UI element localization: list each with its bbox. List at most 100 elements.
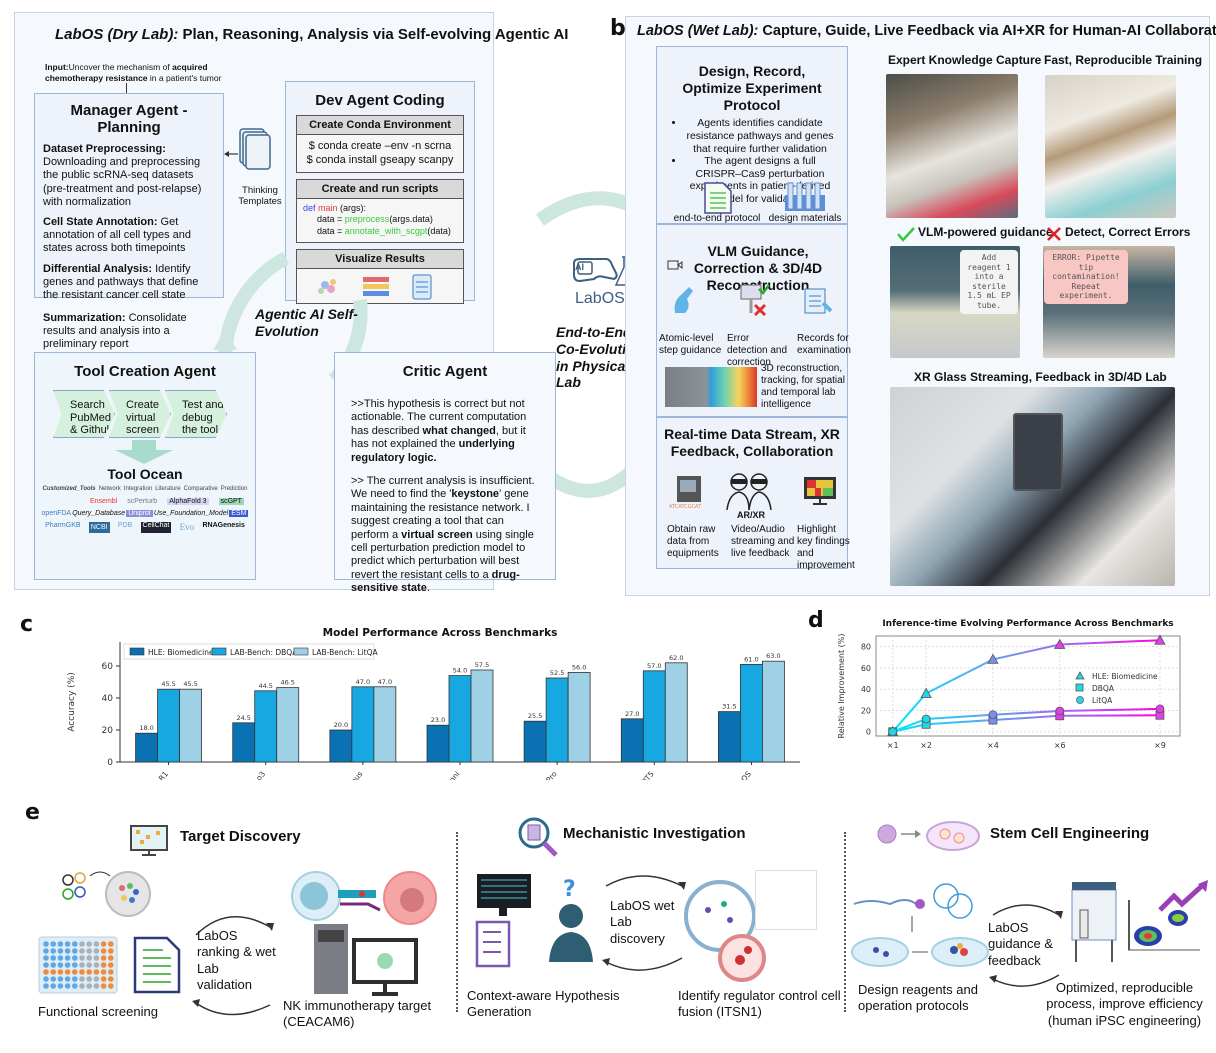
panel-a-title: LabOS (Dry Lab): Plan, Reasoning, Analys… <box>55 26 569 43</box>
self-evolution-label: Agentic AI Self-Evolution <box>255 306 358 339</box>
well <box>64 941 71 947</box>
well <box>72 976 78 982</box>
well <box>72 941 78 947</box>
guidance-bubble: Add reagent 1 into a sterile 1.5 mL EP t… <box>960 250 1018 314</box>
well <box>86 983 92 989</box>
design-protocol-box: Design, Record, Optimize Experiment Prot… <box>656 46 848 224</box>
bar <box>718 711 741 763</box>
manager-step: Differential Analysis: Identify genes an… <box>43 262 199 301</box>
raw-data-label: Obtain raw data from equipments <box>667 524 719 559</box>
model-performance-chart: Model Performance Across Benchmarks02040… <box>67 627 800 780</box>
data-point <box>921 714 931 724</box>
cross-icon <box>1047 227 1061 241</box>
data-point <box>888 727 898 737</box>
manager-step: Cell State Annotation: Get annotation of… <box>43 215 191 255</box>
bar <box>232 722 256 763</box>
x-tick-label: Biomni <box>438 770 462 780</box>
target-cycle-arrows <box>192 916 274 1016</box>
well <box>108 962 114 968</box>
manager-step: Summarization: Consolidate results and a… <box>43 312 187 351</box>
protocol-document-icon <box>704 182 732 214</box>
y-tick-label: 40 <box>861 685 871 694</box>
visualization-thumbnails <box>297 268 463 303</box>
x-tick-label: GPT5 <box>636 769 656 780</box>
well <box>79 941 85 947</box>
stem-loop-label: LabOS guidance & feedback <box>988 920 1054 968</box>
error-detection-icon <box>740 284 770 317</box>
well <box>100 941 107 947</box>
bar-value-label: 23.0 <box>431 716 445 724</box>
bar <box>276 687 300 763</box>
well <box>64 983 71 989</box>
input-text: Input:Uncover the mechanism of acquired … <box>45 62 222 83</box>
well <box>108 983 114 989</box>
x-tick-label: Gemini 2.5 Pro <box>516 769 559 780</box>
scientists-xr-icon <box>726 473 772 510</box>
legend-label: LAB-Bench: DBQA <box>230 648 298 657</box>
step-guidance-label: Atomic-level step guidance <box>659 333 722 356</box>
dev-agent-box: Dev Agent Coding Create Conda Environmen… <box>285 81 475 304</box>
well <box>57 983 64 989</box>
well <box>100 976 107 982</box>
well <box>57 962 64 968</box>
bar <box>448 675 472 763</box>
y-tick-label: 0 <box>866 728 871 737</box>
well <box>72 983 78 989</box>
bar-value-label: 45.5 <box>161 680 175 688</box>
well <box>108 976 114 982</box>
well <box>50 941 56 947</box>
ar-xr-label: AR/XR <box>737 510 766 520</box>
x-tick-label: Claude 4 Opus <box>322 769 364 780</box>
well <box>79 976 85 982</box>
well <box>108 969 114 975</box>
design-bullet: The agent designs a full CRISPR–Cas9 per… <box>685 155 835 205</box>
bar <box>157 688 180 763</box>
coevolution-label: End-to-End Co-Evolution in Physical Lab <box>556 324 644 391</box>
x-tick-label: ×6 <box>1054 741 1066 750</box>
critic-agent-box: Critic Agent >>This hypothesis is correc… <box>334 352 556 594</box>
functional-screening-label: Functional screening <box>38 1004 158 1019</box>
materials-label: design materials <box>768 213 842 224</box>
panel-b-title: LabOS (Wet Lab): Capture, Guide, Live Fe… <box>637 23 1216 39</box>
well <box>86 976 92 982</box>
bar-value-label: 31.5 <box>722 703 736 711</box>
bar-value-label: 25.5 <box>528 712 542 720</box>
bar-value-label: 45.5 <box>183 680 197 688</box>
design-bullet: Agents identifies candidate resistance p… <box>685 117 835 155</box>
svg-text:?: ? <box>563 877 576 902</box>
bar <box>351 686 375 763</box>
well <box>108 948 114 954</box>
sequencer-equipment-icon: ATCATCGCAT <box>669 476 702 510</box>
check-icon <box>897 227 915 242</box>
mech-loop-label: LabOS wet Lab discovery <box>610 898 675 946</box>
error-bubble: ERROR: Pipette tip contamination! Repeat… <box>1044 250 1128 304</box>
well <box>72 969 78 975</box>
design-reagents-label: Design reagents and operation protocols <box>858 982 978 1014</box>
thinking-templates-icon <box>224 128 271 170</box>
legend-label: HLE: Biomedicine <box>1092 672 1158 681</box>
detect-errors-caption: Detect, Correct Errors <box>1065 225 1191 239</box>
bar <box>740 664 763 763</box>
well <box>79 983 85 989</box>
well <box>57 948 64 954</box>
error-detection-label: Error detection and correction <box>727 333 788 368</box>
bar <box>642 670 666 763</box>
well <box>50 955 56 961</box>
well <box>93 969 100 975</box>
hypothesis-generation-icon: ? <box>475 874 593 968</box>
data-point <box>1054 638 1066 649</box>
bar-value-label: 56.0 <box>572 663 586 671</box>
dev-agent-title: Dev Agent Coding <box>315 92 445 109</box>
vlm-guidance-caption: VLM-powered guidance <box>918 225 1053 239</box>
legend-label: LAB-Bench: LitQA <box>312 648 378 657</box>
well <box>86 955 92 961</box>
nk-cell-interaction-icon <box>291 871 437 925</box>
well <box>43 969 49 975</box>
expert-capture-photo <box>886 74 1018 218</box>
optimized-process-label: Optimized, reproducible process, improve… <box>1046 980 1203 1028</box>
plasmid-to-dish-icon <box>62 871 151 917</box>
x-tick-label: OpenAI o3 <box>235 769 267 780</box>
scripts-block: Create and run scripts def main (args): … <box>296 178 464 243</box>
